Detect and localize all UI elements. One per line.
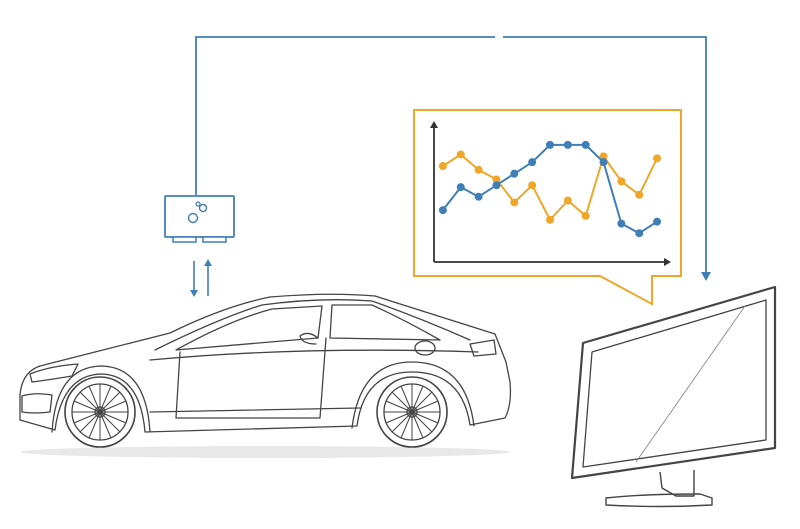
series-2-point xyxy=(510,169,519,178)
series-1-point xyxy=(581,211,590,220)
monitor-stand-base xyxy=(605,493,713,508)
series-2-point xyxy=(653,217,662,226)
series-2-point xyxy=(528,158,537,167)
data-flow-connector xyxy=(195,36,711,281)
bidirectional-transfer-arrows-icon xyxy=(190,259,212,297)
series-2-point xyxy=(492,181,501,190)
series-2-point xyxy=(546,140,554,149)
car-fuel-cap xyxy=(414,340,436,356)
device-bubble-large xyxy=(187,212,199,224)
series-2-point xyxy=(474,192,483,201)
series-1-point xyxy=(456,150,465,159)
series-1-point xyxy=(474,165,483,174)
chart-callout xyxy=(413,109,682,306)
series-2-point xyxy=(599,158,608,167)
sports-coupe-line-art-icon xyxy=(19,293,512,458)
car-front-wheel-arch xyxy=(51,365,151,433)
device-foot-right xyxy=(202,236,227,243)
series-2-point xyxy=(617,219,626,228)
device-bubble-medium xyxy=(198,203,208,213)
series-2-point xyxy=(456,183,465,192)
series-1-point xyxy=(635,190,644,199)
car-side-window-rear xyxy=(329,304,441,341)
car-front-wheel xyxy=(64,376,136,448)
car-roofline xyxy=(154,299,471,351)
data-logger-device xyxy=(164,195,235,243)
car-rear-wheel xyxy=(376,376,448,448)
series-1-point xyxy=(617,177,626,186)
car-character-line xyxy=(149,349,479,361)
up-arrow-head xyxy=(204,259,212,266)
monitor-bezel xyxy=(570,285,777,480)
series-1-point xyxy=(563,196,572,205)
car-door-line xyxy=(175,337,327,419)
monitor-screen xyxy=(582,299,767,468)
series-2-point xyxy=(581,140,590,149)
callout-frame xyxy=(413,109,682,306)
car-side-window-front xyxy=(175,305,323,351)
series-2-point xyxy=(438,206,447,215)
series-1-point xyxy=(492,175,501,184)
monitor-arrow-head-icon xyxy=(701,272,711,281)
front-spokes xyxy=(71,383,129,441)
car-ground-shadow xyxy=(20,446,510,458)
device-foot-left xyxy=(172,236,197,243)
monitor-stand-neck xyxy=(659,470,695,497)
computer-monitor-icon xyxy=(570,285,777,508)
car-taillight xyxy=(469,339,497,357)
rear-tire xyxy=(376,376,448,448)
series-2-point xyxy=(563,140,572,149)
chart-axes xyxy=(430,121,671,266)
series-1-point xyxy=(510,198,519,207)
screen-reflection-line xyxy=(635,305,746,463)
data-logger-box-icon xyxy=(164,195,235,238)
car-grille xyxy=(21,393,53,414)
series-1-point xyxy=(599,152,608,161)
car-body-outline xyxy=(19,293,512,433)
series-1-point xyxy=(653,154,662,163)
car-rear-wheel-arch xyxy=(351,361,475,429)
y-axis-arrow-icon xyxy=(430,121,438,128)
series-1-point xyxy=(546,215,554,224)
device-to-monitor-line xyxy=(195,36,707,272)
front-tire xyxy=(64,376,136,448)
series-1-point xyxy=(528,181,537,190)
rear-spokes xyxy=(383,383,441,441)
series-1-point xyxy=(438,162,447,170)
car-side-mirror xyxy=(299,332,319,345)
chart-series xyxy=(438,140,662,238)
car-sill-line xyxy=(149,407,361,413)
device-bubble-small xyxy=(195,201,201,207)
down-arrow-head xyxy=(190,290,198,297)
series-2-point xyxy=(635,229,644,238)
x-axis-arrow-icon xyxy=(664,258,671,266)
